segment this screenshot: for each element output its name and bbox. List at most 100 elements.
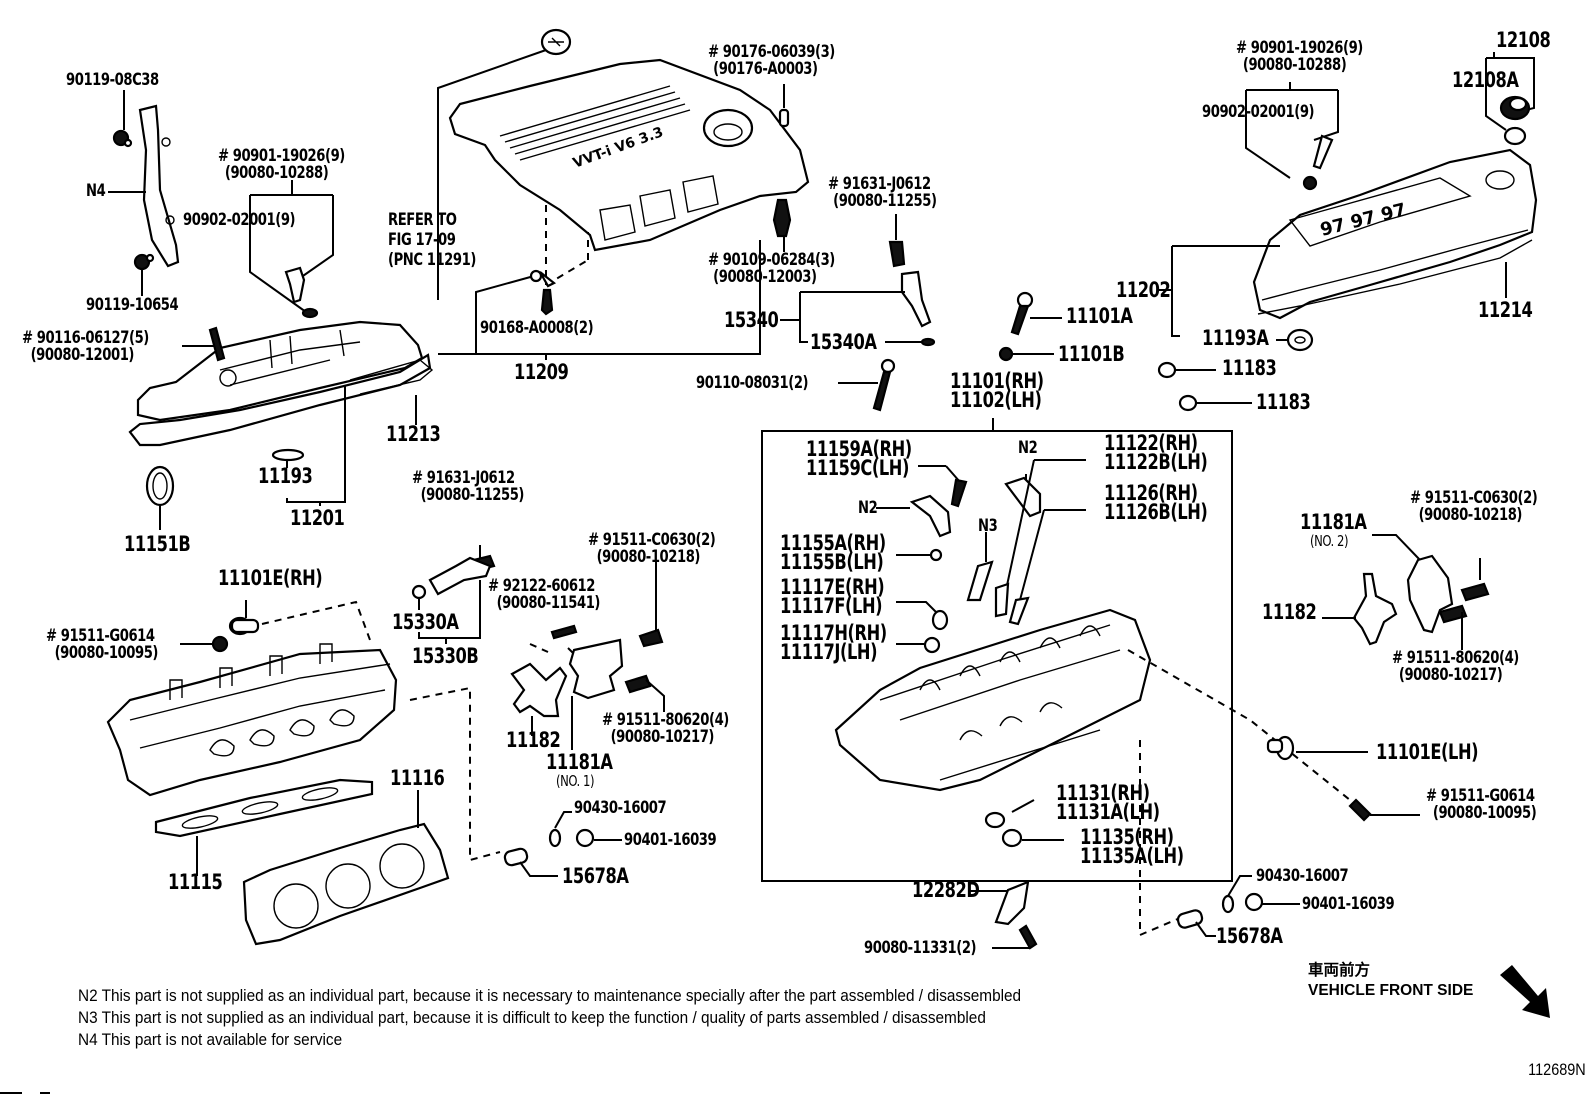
bracket-11181a-no2[interactable]: [1406, 554, 1454, 634]
bracket-12282d[interactable]: [994, 880, 1030, 926]
bolt-90119-08c38[interactable]: [112, 129, 133, 148]
plate-11182-right[interactable]: [1352, 572, 1398, 646]
bolt-90168-a0008[interactable]: [540, 288, 554, 316]
emblem-badge[interactable]: [540, 28, 572, 56]
label-90119-10654[interactable]: 90119-10654: [86, 295, 179, 315]
label-11183-a[interactable]: 11183: [1222, 356, 1277, 380]
label-90109-06284[interactable]: # 90109-06284(3)(90080-12003): [708, 250, 835, 287]
label-n3[interactable]: N3: [978, 516, 998, 536]
cylinder-head-rh[interactable]: [106, 643, 398, 797]
oil-control-valve-15330[interactable]: [428, 556, 492, 596]
label-11159[interactable]: 11159A(RH)11159C(LH): [806, 437, 912, 480]
label-90401-16039-left[interactable]: 90401-16039: [624, 830, 717, 850]
cam-position-sensor-15340[interactable]: [900, 270, 932, 328]
label-91511-80620-right[interactable]: # 91511-80620(4)(90080-10217): [1392, 648, 1519, 685]
label-90901-19026-left[interactable]: # 90901-19026(9)(90080-10288): [218, 146, 345, 183]
label-11181a-no2[interactable]: 11181A: [1300, 510, 1367, 534]
label-11155[interactable]: 11155A(RH)11155B(LH): [780, 531, 886, 574]
label-92122-60612[interactable]: # 92122-60612(90080-11541): [488, 576, 601, 613]
label-15330a[interactable]: 15330A: [392, 610, 459, 634]
pin-11155[interactable]: [929, 548, 943, 562]
seal-11151b[interactable]: [145, 465, 175, 507]
bolt-90080-11331[interactable]: [1018, 924, 1038, 950]
spark-plug-tube-bolt-right[interactable]: [1302, 134, 1334, 191]
label-11214[interactable]: 11214: [1478, 298, 1533, 322]
plug-11183-a[interactable]: [1157, 361, 1177, 379]
bearing-cap-n2-left[interactable]: [909, 494, 952, 538]
grommet-11193a[interactable]: [1286, 328, 1314, 352]
label-90119-08c38[interactable]: 90119-08C38: [66, 70, 159, 90]
label-11182-left[interactable]: 11182: [506, 728, 561, 752]
plate-11182-left[interactable]: [510, 662, 568, 718]
label-11116[interactable]: 11116: [390, 766, 445, 790]
bolt-91631-j0612-top[interactable]: [888, 240, 906, 268]
label-11202[interactable]: 11202: [1116, 278, 1171, 302]
label-15330b[interactable]: 15330B: [412, 644, 479, 668]
cylinder-head-lh[interactable]: [834, 608, 1152, 792]
bolt-11159[interactable]: [950, 478, 968, 508]
sensor-11101e-rh[interactable]: [228, 616, 260, 636]
label-11181a-no1[interactable]: 11181A: [546, 750, 613, 774]
label-90901-19026-right[interactable]: # 90901-19026(9)(90080-10288): [1236, 38, 1363, 75]
label-11117h-j[interactable]: 11117H(RH)11117J(LH): [780, 621, 887, 664]
bolt-90110-08031[interactable]: [872, 358, 896, 412]
bolt-91511-80620-right[interactable]: [1438, 604, 1468, 624]
label-12282d[interactable]: 12282D: [912, 878, 980, 902]
label-91511-c0630-left[interactable]: # 91511-C0630(2)(90080-10218): [588, 530, 716, 567]
label-11193a[interactable]: 11193A: [1202, 326, 1269, 350]
label-11131[interactable]: 11131(RH)11131A(LH): [1056, 781, 1160, 824]
bolt-91511-g0614-left[interactable]: [211, 635, 229, 653]
valve-guide-11126[interactable]: [1008, 596, 1030, 626]
bolt-91511-g0614-right[interactable]: [1348, 798, 1372, 822]
o-ring-15330a[interactable]: [411, 584, 427, 600]
label-91631-j0612-mid[interactable]: # 91631-J0612(90080-11255): [412, 468, 525, 505]
plug-90401-left[interactable]: [575, 828, 595, 848]
engine-cover-11209[interactable]: VVT-i V6 3.3: [448, 58, 810, 252]
stud-90109-06284[interactable]: [772, 198, 792, 238]
bolt-91511-80620-left[interactable]: [624, 674, 652, 694]
label-15678a-right[interactable]: 15678A: [1216, 924, 1283, 948]
label-91511-80620-left[interactable]: # 91511-80620(4)(90080-10217): [602, 710, 729, 747]
label-11101e-rh[interactable]: 11101E(RH): [218, 566, 323, 590]
plug-11183-b[interactable]: [1178, 394, 1198, 412]
label-90080-11331[interactable]: 90080-11331(2): [864, 938, 977, 958]
label-n2-right[interactable]: N2: [1018, 438, 1038, 458]
label-11193[interactable]: 11193: [258, 464, 313, 488]
label-15340a[interactable]: 15340A: [810, 330, 877, 354]
grommet-11193[interactable]: [271, 448, 305, 462]
gasket-12108a[interactable]: [1503, 126, 1527, 146]
washer-11101b[interactable]: [998, 346, 1014, 362]
label-n4[interactable]: N4: [86, 181, 106, 201]
label-11183-b[interactable]: 11183: [1256, 390, 1311, 414]
label-91511-g0614-left[interactable]: # 91511-G0614(90080-10095): [46, 626, 159, 663]
label-90110-08031[interactable]: 90110-08031(2): [696, 373, 809, 393]
o-ring-15340a[interactable]: [920, 337, 936, 347]
label-11126[interactable]: 11126(RH)11126B(LH): [1104, 481, 1208, 524]
label-90176-06039[interactable]: # 90176-06039(3)(90176-A0003): [708, 42, 835, 79]
label-11101e-lh[interactable]: 11101E(LH): [1376, 740, 1479, 764]
label-91511-c0630-right[interactable]: # 91511-C0630(2)(90080-10218): [1410, 488, 1538, 525]
plug-90401-right[interactable]: [1244, 892, 1264, 912]
cylinder-head-cover-lh-11202[interactable]: 97 97 97: [1252, 148, 1538, 320]
label-11151b[interactable]: 11151B: [124, 532, 191, 556]
bearing-cap-n2-right[interactable]: [1004, 476, 1042, 518]
valve-guide-11122[interactable]: [994, 582, 1010, 618]
gasket-90430-left[interactable]: [548, 828, 562, 848]
label-11201[interactable]: 11201: [290, 506, 345, 530]
cylinder-head-cover-rh-11201[interactable]: [128, 320, 432, 447]
label-12108a[interactable]: 12108A: [1452, 68, 1519, 92]
plug-11131[interactable]: [984, 811, 1006, 829]
spark-plug-tube-bolt-left[interactable]: [284, 266, 319, 319]
stud-92122-60612[interactable]: [550, 624, 578, 640]
label-11122[interactable]: 11122(RH)11122B(LH): [1104, 431, 1208, 474]
bolt-91511-c0630-left[interactable]: [638, 628, 664, 648]
label-90430-16007-right[interactable]: 90430-16007: [1256, 866, 1349, 886]
bolt-91511-c0630-right[interactable]: [1460, 582, 1490, 602]
label-15340[interactable]: 15340: [724, 308, 779, 332]
label-15678a-left[interactable]: 15678A: [562, 864, 629, 888]
stud-90176-06039[interactable]: [778, 108, 790, 128]
label-91511-g0614-right[interactable]: # 91511-G0614(90080-10095): [1426, 786, 1537, 823]
plug-11117h[interactable]: [923, 636, 941, 654]
label-11115[interactable]: 11115: [168, 870, 223, 894]
